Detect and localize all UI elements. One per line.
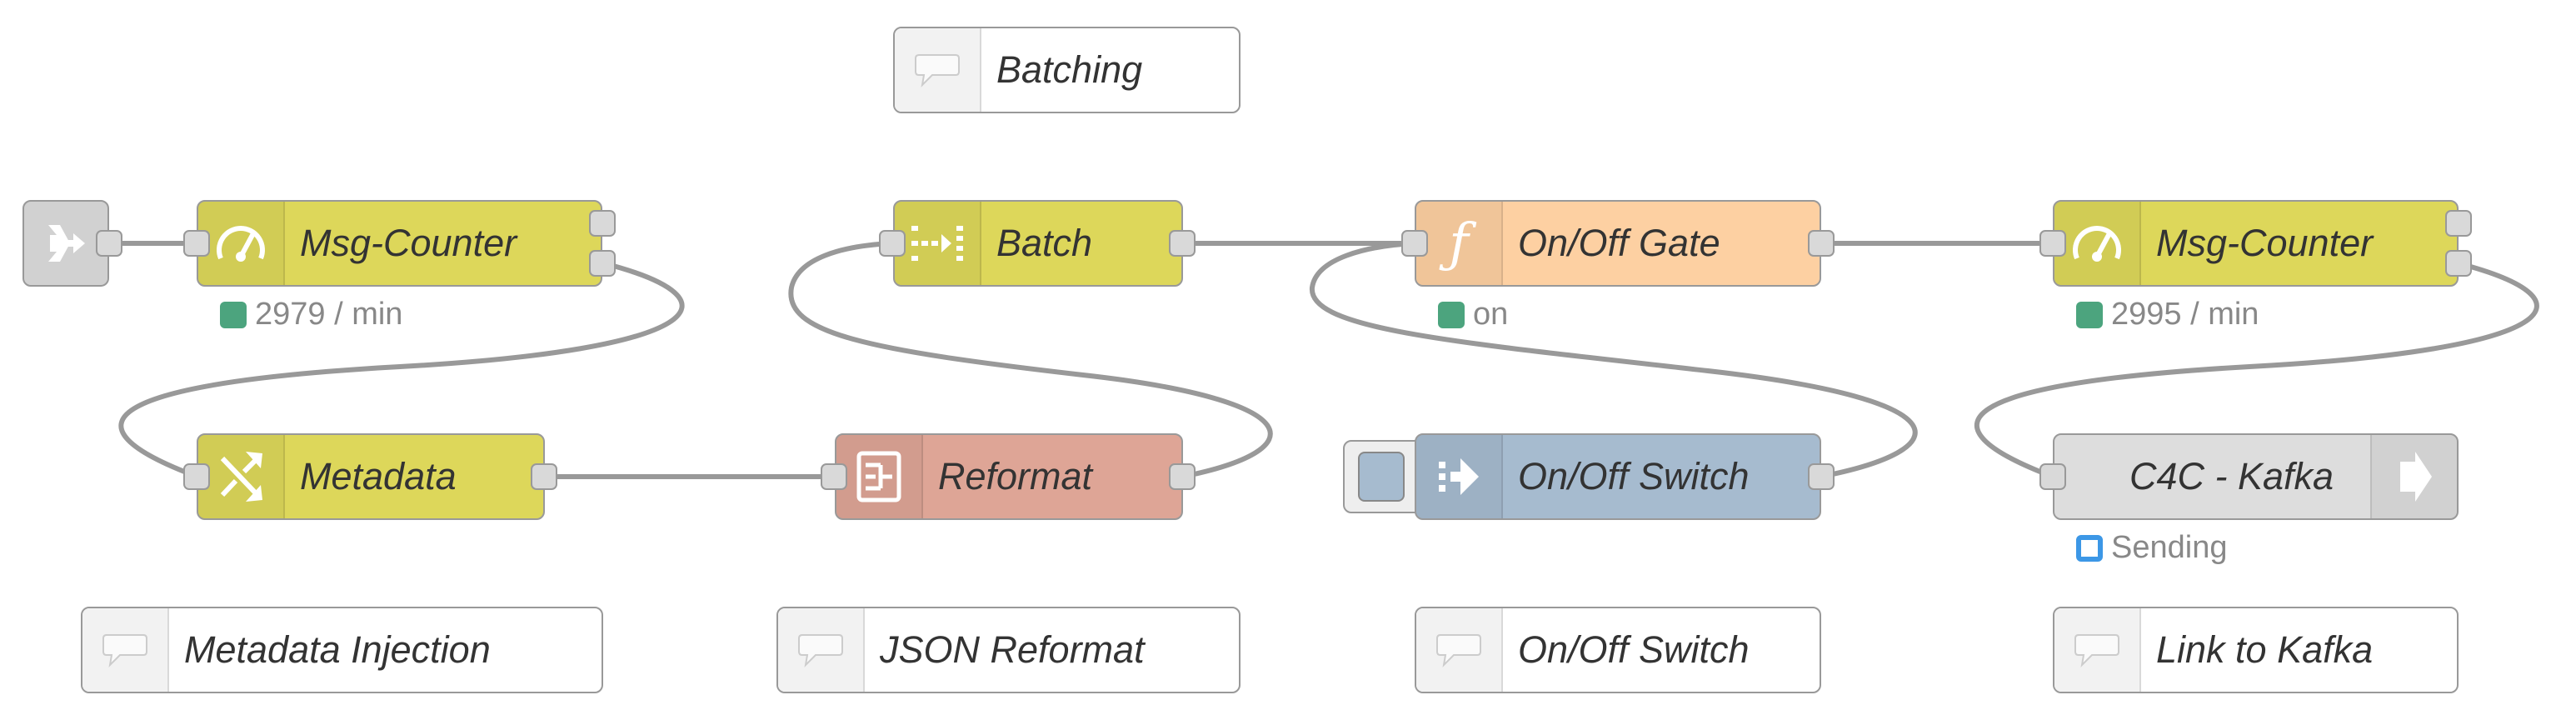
wire-counter2-to-kafka[interactable] <box>1974 261 2539 479</box>
kafka-status: Sending <box>2076 530 2227 566</box>
node-label: Batch <box>996 222 1093 264</box>
comment-metadata-injection[interactable]: Metadata Injection <box>81 607 603 693</box>
batch-node[interactable]: Batch <box>893 200 1183 287</box>
msg-counter-node-1[interactable]: Msg-Counter <box>197 200 602 287</box>
metadata-output-port[interactable] <box>531 463 557 490</box>
on-off-gate-output-port[interactable] <box>1808 230 1835 257</box>
msg-counter-1-input-port[interactable] <box>183 230 210 257</box>
status-dot-green <box>220 301 247 328</box>
comment-link-to-kafka[interactable]: Link to Kafka <box>2053 607 2459 693</box>
batch-input-port[interactable] <box>879 230 906 257</box>
gauge-icon <box>198 202 285 285</box>
status-dot-green <box>2076 301 2103 328</box>
msg-counter-1-output-port-2[interactable] <box>589 250 616 277</box>
wire-switch-to-gate[interactable] <box>1309 241 1918 479</box>
on-off-gate-node[interactable]: ƒ On/Off Gate <box>1415 200 1821 287</box>
link-in-output-port[interactable] <box>96 230 122 257</box>
status-text: 2995 / min <box>2111 297 2259 332</box>
on-off-switch-node[interactable]: On/Off Switch <box>1415 433 1821 520</box>
shuffle-icon <box>198 435 285 518</box>
status-dot-green <box>1438 301 1465 328</box>
comment-icon <box>1416 608 1503 692</box>
on-off-switch-output-port[interactable] <box>1808 463 1835 490</box>
msg-counter-1-output-port-1[interactable] <box>589 210 616 237</box>
comment-json-reformat[interactable]: JSON Reformat <box>776 607 1241 693</box>
node-label: Reformat <box>938 455 1093 498</box>
comment-label: JSON Reformat <box>880 628 1145 671</box>
link-in-icon <box>24 202 107 285</box>
msg-counter-2-output-port-2[interactable] <box>2445 250 2472 277</box>
kafka-link-out-node[interactable]: C4C - Kafka <box>2053 433 2459 520</box>
comment-on-off-switch[interactable]: On/Off Switch <box>1415 607 1821 693</box>
comment-icon <box>778 608 865 692</box>
reformat-output-port[interactable] <box>1169 463 1196 490</box>
comment-icon <box>82 608 169 692</box>
node-label: Metadata <box>300 455 457 498</box>
inject-button-icon <box>1358 452 1405 502</box>
reformat-input-port[interactable] <box>821 463 847 490</box>
msg-counter-2-input-port[interactable] <box>2039 230 2066 257</box>
reformat-node[interactable]: Reformat <box>835 433 1183 520</box>
status-ring-blue <box>2076 534 2103 562</box>
metadata-input-port[interactable] <box>183 463 210 490</box>
gauge-icon <box>2054 202 2141 285</box>
msg-counter-1-status: 2979 / min <box>220 297 402 332</box>
metadata-node[interactable]: Metadata <box>197 433 545 520</box>
status-text: 2979 / min <box>255 297 403 332</box>
comment-icon <box>2054 608 2141 692</box>
msg-counter-2-status: 2995 / min <box>2076 297 2259 332</box>
node-label: Msg-Counter <box>2156 222 2374 264</box>
batch-output-port[interactable] <box>1169 230 1196 257</box>
node-label: C4C - Kafka <box>2129 455 2334 498</box>
comment-icon <box>895 28 981 112</box>
wire-reformat-to-batch[interactable] <box>788 241 1273 479</box>
comment-batching[interactable]: Batching <box>893 27 1241 113</box>
wire-counter1-to-metadata[interactable] <box>118 261 685 479</box>
node-label: Msg-Counter <box>300 222 517 264</box>
msg-counter-2-output-port-1[interactable] <box>2445 210 2472 237</box>
link-in-node[interactable] <box>22 200 109 287</box>
comment-label: Metadata Injection <box>184 628 491 671</box>
status-text: Sending <box>2111 530 2228 565</box>
comment-label: On/Off Switch <box>1518 628 1750 671</box>
status-text: on <box>1473 297 1509 332</box>
link-out-icon <box>2370 435 2457 518</box>
inject-arrow-icon <box>1416 435 1503 518</box>
comment-label: Link to Kafka <box>2156 628 2374 671</box>
node-label: On/Off Gate <box>1518 222 1720 264</box>
on-off-gate-input-port[interactable] <box>1401 230 1428 257</box>
node-label: On/Off Switch <box>1518 455 1750 498</box>
function-icon: ƒ <box>1416 202 1503 285</box>
comment-label: Batching <box>996 48 1143 91</box>
kafka-input-port[interactable] <box>2039 463 2066 490</box>
template-icon <box>836 435 923 518</box>
batch-icon <box>895 202 981 285</box>
on-off-gate-status: on <box>1438 297 1508 332</box>
msg-counter-node-2[interactable]: Msg-Counter <box>2053 200 2459 287</box>
